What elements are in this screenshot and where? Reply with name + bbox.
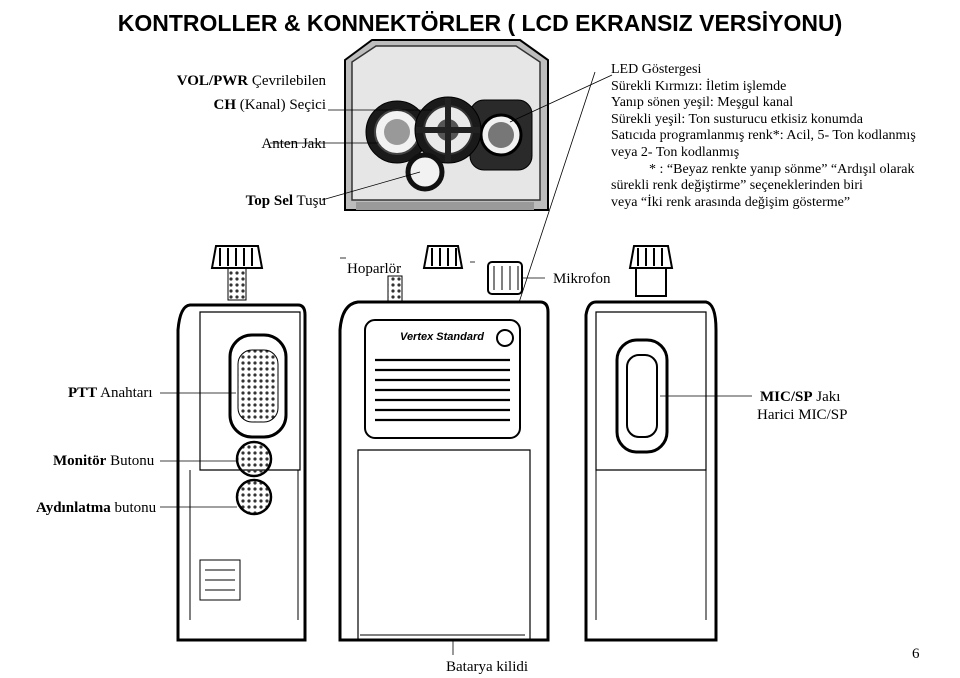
brand-label: Vertex Standard — [400, 331, 484, 343]
speaker-label: Hoparlör — [347, 261, 402, 277]
left-side-radio — [176, 245, 307, 642]
external-mic-label: Harici MIC/SP — [757, 407, 848, 423]
light-button-label: Aydınlatma butonu — [36, 500, 157, 516]
right-side-radio — [584, 245, 718, 642]
page-title: KONTROLLER & KONNEKTÖRLER ( LCD EKRANSIZ… — [117, 10, 843, 36]
page-number: 6 — [912, 646, 920, 662]
top-sel-label: Top Sel Tuşu — [245, 193, 326, 209]
monitor-label: Monitör Butonu — [53, 453, 155, 469]
led-line: veya 2- Ton kodlanmış — [611, 144, 740, 160]
left-leader-lines — [160, 392, 237, 508]
antenna-jack-label: Anten Jakı — [261, 136, 326, 152]
front-radio: Vertex Standard — [338, 245, 550, 642]
mic-sp-jack-label: MIC/SP Jakı — [760, 389, 841, 405]
ch-selector-label: CH (Kanal) Seçici — [213, 97, 326, 113]
led-note-line: veya “İki renk arasında değişim gösterme… — [611, 194, 851, 210]
led-line: Yanıp sönen yeşil: Meşgul kanal — [611, 95, 794, 111]
top-view — [344, 39, 549, 211]
microphone-label: Mikrofon — [553, 271, 611, 287]
led-line: Sürekli yeşil: Ton susturucu etkisiz kon… — [611, 111, 863, 127]
top-sel-button-icon — [405, 152, 445, 192]
vol-pwr-label: VOL/PWR Çevrilebilen — [176, 73, 326, 89]
ptt-label: PTT Anahtarı — [68, 385, 153, 401]
battery-latch-label: Batarya kilidi — [446, 659, 529, 675]
led-line: Sürekli Kırmızı: İletim işlemde — [611, 78, 787, 94]
led-line: LED Göstergesi — [611, 62, 702, 77]
led-line: Satıcıda programlanmış renk*: Acil, 5- T… — [611, 128, 916, 144]
leader-lines — [270, 71, 613, 346]
led-description: LED Göstergesi Sürekli Kırmızı: İletim i… — [611, 62, 916, 211]
led-note-line: * : “Beyaz renkte yanıp sönme” “Ardışıl … — [649, 161, 915, 177]
led-note-line: sürekli renk değiştirme” seçeneklerinden… — [611, 178, 863, 194]
